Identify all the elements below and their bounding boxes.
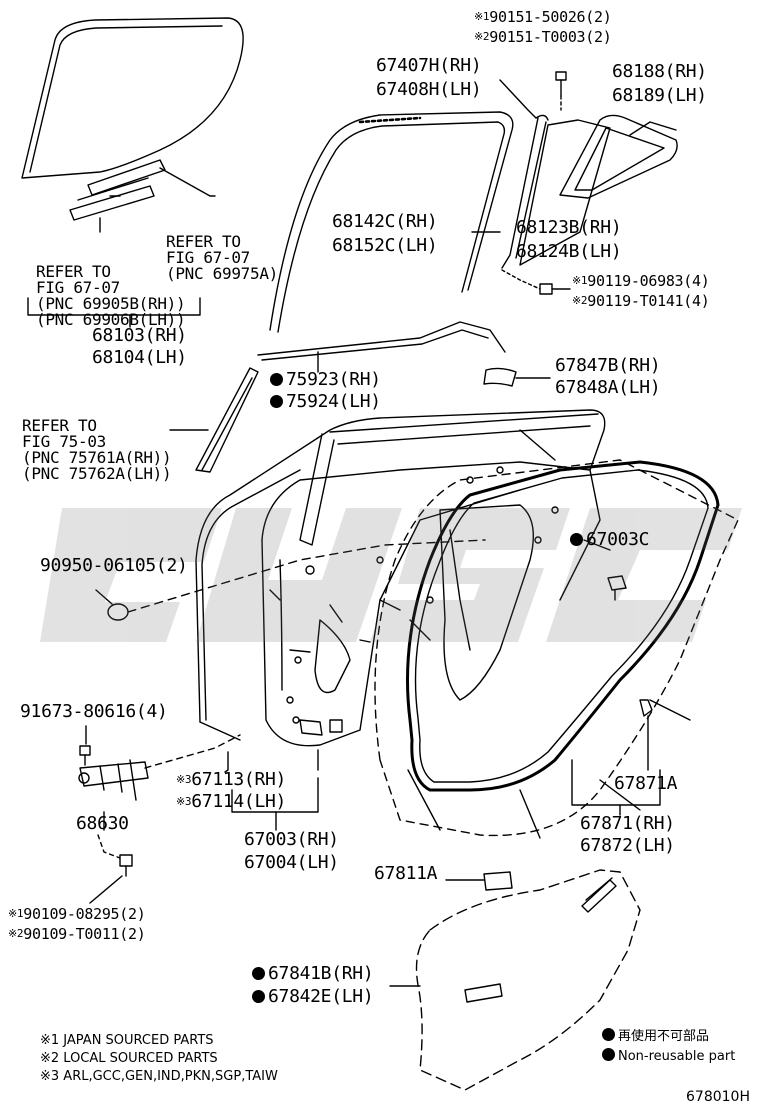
door-glass-drawing xyxy=(21,17,244,221)
door-trim-drawing xyxy=(415,869,641,1091)
door-frame-garnish-drawing xyxy=(195,367,259,473)
quarter-glass-drawing xyxy=(519,114,678,266)
label-90109-local: ※290109-T0011(2) xyxy=(8,925,146,943)
legend-non-reusable-jp: 再使用不可部品 xyxy=(602,1028,709,1046)
label-68104: 68104(LH) xyxy=(92,347,187,368)
screw-90151-drawing xyxy=(555,71,567,111)
label-68124b: 68124B(LH) xyxy=(516,241,622,262)
non-reusable-dot-icon xyxy=(602,1048,615,1061)
label-68123b: 68123B(RH) xyxy=(516,217,622,238)
label-68103: 68103(RH) xyxy=(92,325,187,346)
belt-molding-drawing xyxy=(499,79,549,269)
label-67113: ※367113(RH) xyxy=(176,769,287,790)
watermark-logo xyxy=(40,508,742,642)
label-67811a: 67811A xyxy=(374,863,438,884)
non-reusable-dot-icon xyxy=(252,967,265,980)
clip-67003c-drawing xyxy=(607,575,627,601)
label-90151-japan: ※190151-50026(2) xyxy=(474,8,612,26)
door-panel-drawing xyxy=(195,409,606,747)
label-67871a: 67871A xyxy=(614,773,678,794)
run-channel-drawing xyxy=(269,111,514,333)
label-67842e: 67842E(LH) xyxy=(252,987,374,1007)
clip-67811a-drawing xyxy=(483,871,513,891)
diagram-id: 678010H xyxy=(686,1089,750,1105)
weatherstrip-drawing xyxy=(406,460,720,792)
label-68630: 68630 xyxy=(76,813,129,834)
label-67407h: 67407H(RH) xyxy=(376,55,482,76)
screw-90119-drawing xyxy=(501,269,571,295)
note-local-sourced: ※2 LOCAL SOURCED PARTS xyxy=(40,1051,218,1066)
plug-67847-drawing xyxy=(483,367,517,387)
label-75923: 75923(RH) xyxy=(270,370,381,390)
label-67847b: 67847B(RH) xyxy=(555,355,661,376)
non-reusable-dot-icon xyxy=(270,395,283,408)
legend-non-reusable-en: Non-reusable part xyxy=(602,1048,735,1066)
label-90151-local: ※290151-T0003(2) xyxy=(474,28,612,46)
label-90109-japan: ※190109-08295(2) xyxy=(8,905,146,923)
label-91673: 91673-80616(4) xyxy=(20,701,168,722)
label-67872: 67872(LH) xyxy=(580,835,675,856)
label-75924: 75924(LH) xyxy=(270,392,381,412)
label-67114: ※367114(LH) xyxy=(176,791,287,812)
label-68188: 68188(RH) xyxy=(612,61,707,82)
note-japan-sourced: ※1 JAPAN SOURCED PARTS xyxy=(40,1033,214,1048)
label-67004: 67004(LH) xyxy=(244,852,339,873)
label-90119-local: ※290119-T0141(4) xyxy=(572,292,710,310)
label-68152c: 68152C(LH) xyxy=(332,235,438,256)
label-90119-japan: ※190119-06983(4) xyxy=(572,272,710,290)
label-90950: 90950-06105(2) xyxy=(40,555,188,576)
non-reusable-dot-icon xyxy=(252,990,265,1003)
label-68189: 68189(LH) xyxy=(612,85,707,106)
note-region-codes: ※3 ARL,GCC,GEN,IND,PKN,SGP,TAIW xyxy=(40,1069,278,1084)
non-reusable-dot-icon xyxy=(602,1028,615,1041)
label-67408h: 67408H(LH) xyxy=(376,79,482,100)
label-67871: 67871(RH) xyxy=(580,813,675,834)
label-67003c: 67003C xyxy=(570,530,650,550)
label-67848a: 67848A(LH) xyxy=(555,377,661,398)
non-reusable-dot-icon xyxy=(270,373,283,386)
door-check-drawing xyxy=(78,745,149,877)
non-reusable-dot-icon xyxy=(570,533,583,546)
label-68142c: 68142C(RH) xyxy=(332,211,438,232)
label-67841b: 67841B(RH) xyxy=(252,964,374,984)
label-67003: 67003(RH) xyxy=(244,829,339,850)
